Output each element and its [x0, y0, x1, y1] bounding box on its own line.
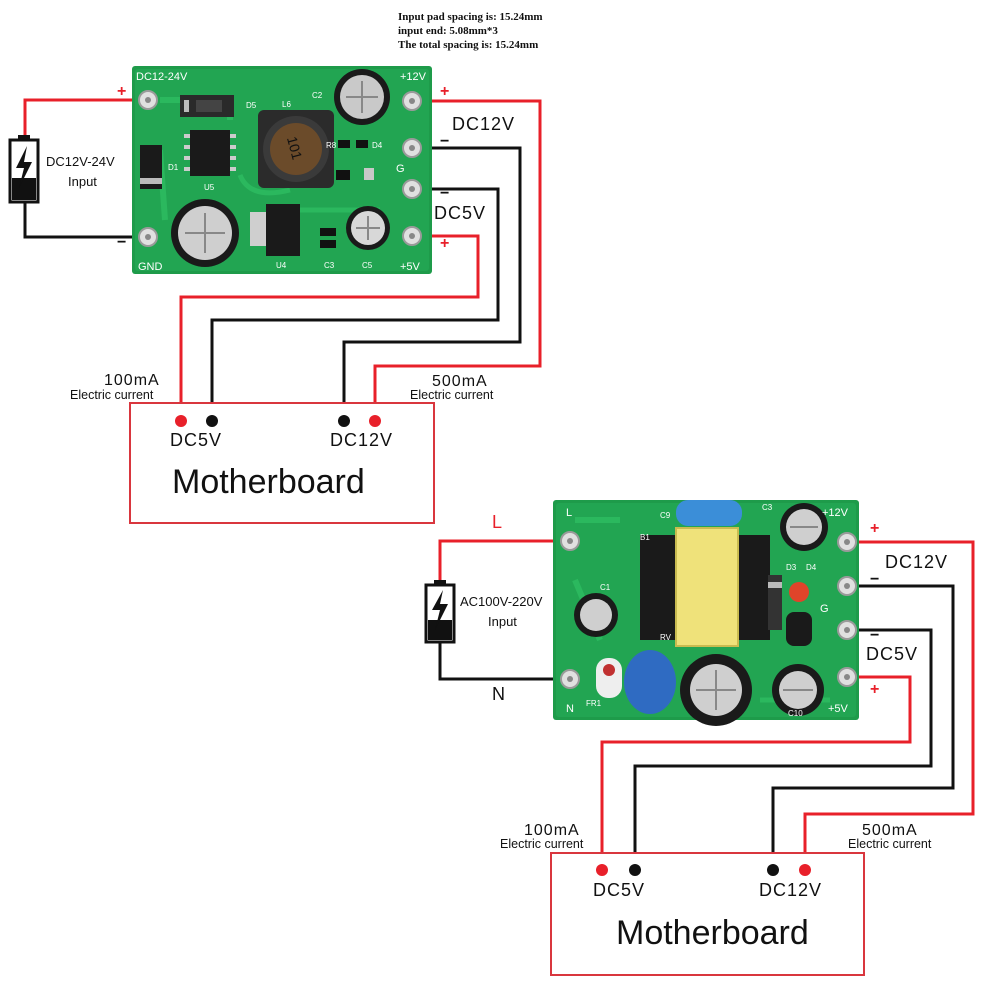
mb1-port-dc5v: DC5V	[170, 430, 222, 450]
module2-plus-5v: +	[870, 681, 879, 698]
mb2-dc5v-plus-terminal	[596, 864, 608, 876]
mb2-port-dc5v: DC5V	[593, 880, 645, 900]
module2-silk-d3: D3	[786, 563, 797, 572]
mb2-dc12v-minus-terminal	[767, 864, 779, 876]
note-line-1: Input pad spacing is: 15.24mm	[398, 11, 543, 23]
module2-silk-fr1: FR1	[586, 699, 602, 708]
mb1-dc12v-minus-terminal	[338, 415, 350, 427]
module2-label-5v: DC5V	[866, 644, 918, 664]
mb1-right-current-sub: Electric current	[410, 388, 494, 402]
note-line-2: input end: 5.08mm*3	[398, 25, 498, 37]
module1-silk-12v: +12V	[400, 71, 427, 83]
mb1-left-current-sub: Electric current	[70, 388, 154, 402]
note-line-3: The total spacing is: 15.24mm	[398, 39, 538, 51]
module2-silk-12v: +12V	[822, 507, 849, 519]
spacing-notes: Input pad spacing is: 15.24mm input end:…	[398, 11, 543, 51]
module2-label-12v: DC12V	[885, 552, 948, 572]
inductor-marking: 101	[284, 135, 306, 162]
module1-silk-c3: C3	[324, 261, 335, 270]
module2-input-voltage: AC100V-220V	[460, 594, 543, 609]
module1-input-text: Input	[68, 174, 97, 189]
module2-wires	[438, 539, 975, 870]
motherboard-2: DC5V DC12V Motherboard	[550, 852, 865, 976]
module2-silk-n: N	[566, 703, 574, 715]
mb2-left-current: 100mA	[524, 822, 580, 839]
module2-silk-c10: C10	[788, 709, 803, 718]
mb1-port-dc12v: DC12V	[330, 430, 393, 450]
module1-wires	[23, 98, 542, 418]
module2-silk-b1: B1	[640, 533, 650, 542]
module2-pcb: L +12V N +5V G C9 C3 B1 D3 D4 C1 RV FR1 …	[553, 500, 859, 726]
module1-plus-5v: +	[440, 235, 449, 252]
module1-minus-12v: −	[440, 133, 449, 150]
module1-silk-d5: D5	[246, 101, 257, 110]
module1-silk-c5: C5	[362, 261, 373, 270]
mb1-right-current: 500mA	[432, 373, 488, 390]
mb2-right-current-sub: Electric current	[848, 837, 932, 851]
module1-silk-c2: C2	[312, 91, 323, 100]
module2-silk-c1: C1	[600, 583, 611, 592]
mb1-dc12v-plus-terminal	[369, 415, 381, 427]
module1-silk-l6: L6	[282, 100, 291, 109]
mb1-dc5v-minus-terminal	[206, 415, 218, 427]
mb2-left-current-sub: Electric current	[500, 837, 584, 851]
module1-silk-u4: U4	[276, 261, 287, 270]
module2-silk-5v: +5V	[828, 703, 849, 715]
module1-input-plus: +	[117, 83, 126, 100]
module1-silk-5v: +5V	[400, 261, 421, 273]
module2-silk-l: L	[566, 507, 572, 519]
module2-plus-12v: +	[870, 520, 879, 537]
mb1-left-current: 100mA	[104, 372, 160, 389]
module1-silk-g: G	[396, 163, 405, 175]
module1-silk-input: DC12-24V	[136, 71, 188, 83]
module1-silk-gnd: GND	[138, 261, 163, 273]
module2-silk-g: G	[820, 603, 829, 615]
module2-silk-c3: C3	[762, 503, 773, 512]
module1-minus-5v: −	[440, 185, 449, 202]
module2-silk-rv: RV	[660, 633, 672, 642]
module1-input-voltage: DC12V-24V	[46, 154, 115, 169]
mb1-title: Motherboard	[172, 463, 365, 501]
module2-input-text: Input	[488, 614, 517, 629]
module2-input-n: N	[492, 684, 506, 704]
module2-silk-c9: C9	[660, 511, 671, 520]
mb2-dc12v-plus-terminal	[799, 864, 811, 876]
module1-input-minus: −	[117, 234, 126, 251]
module1-silk-r8: R8	[326, 141, 337, 150]
mb2-port-dc12v: DC12V	[759, 880, 822, 900]
motherboard-1: DC5V DC12V Motherboard	[129, 402, 435, 524]
module1-plus-12v: +	[440, 83, 449, 100]
mb1-dc5v-plus-terminal	[175, 415, 187, 427]
module2-silk-d4: D4	[806, 563, 817, 572]
mb2-dc5v-minus-terminal	[629, 864, 641, 876]
module2-minus-12v: −	[870, 571, 879, 588]
module1-silk-d4: D4	[372, 141, 383, 150]
battery-icon	[8, 135, 40, 204]
mb2-right-current: 500mA	[862, 822, 918, 839]
module1-label-5v: DC5V	[434, 203, 486, 223]
module2-minus-5v: −	[870, 627, 879, 644]
module2-input-l: L	[492, 512, 503, 532]
module1-pcb: 101 DC12-24V +12V GND +5V G D5 L6 C2 U5 …	[132, 66, 432, 274]
mb2-title: Motherboard	[616, 914, 809, 952]
module1-silk-u5: U5	[204, 183, 215, 192]
module1-label-12v: DC12V	[452, 114, 515, 134]
module1-silk-d1: D1	[168, 163, 179, 172]
battery-icon	[424, 580, 456, 644]
